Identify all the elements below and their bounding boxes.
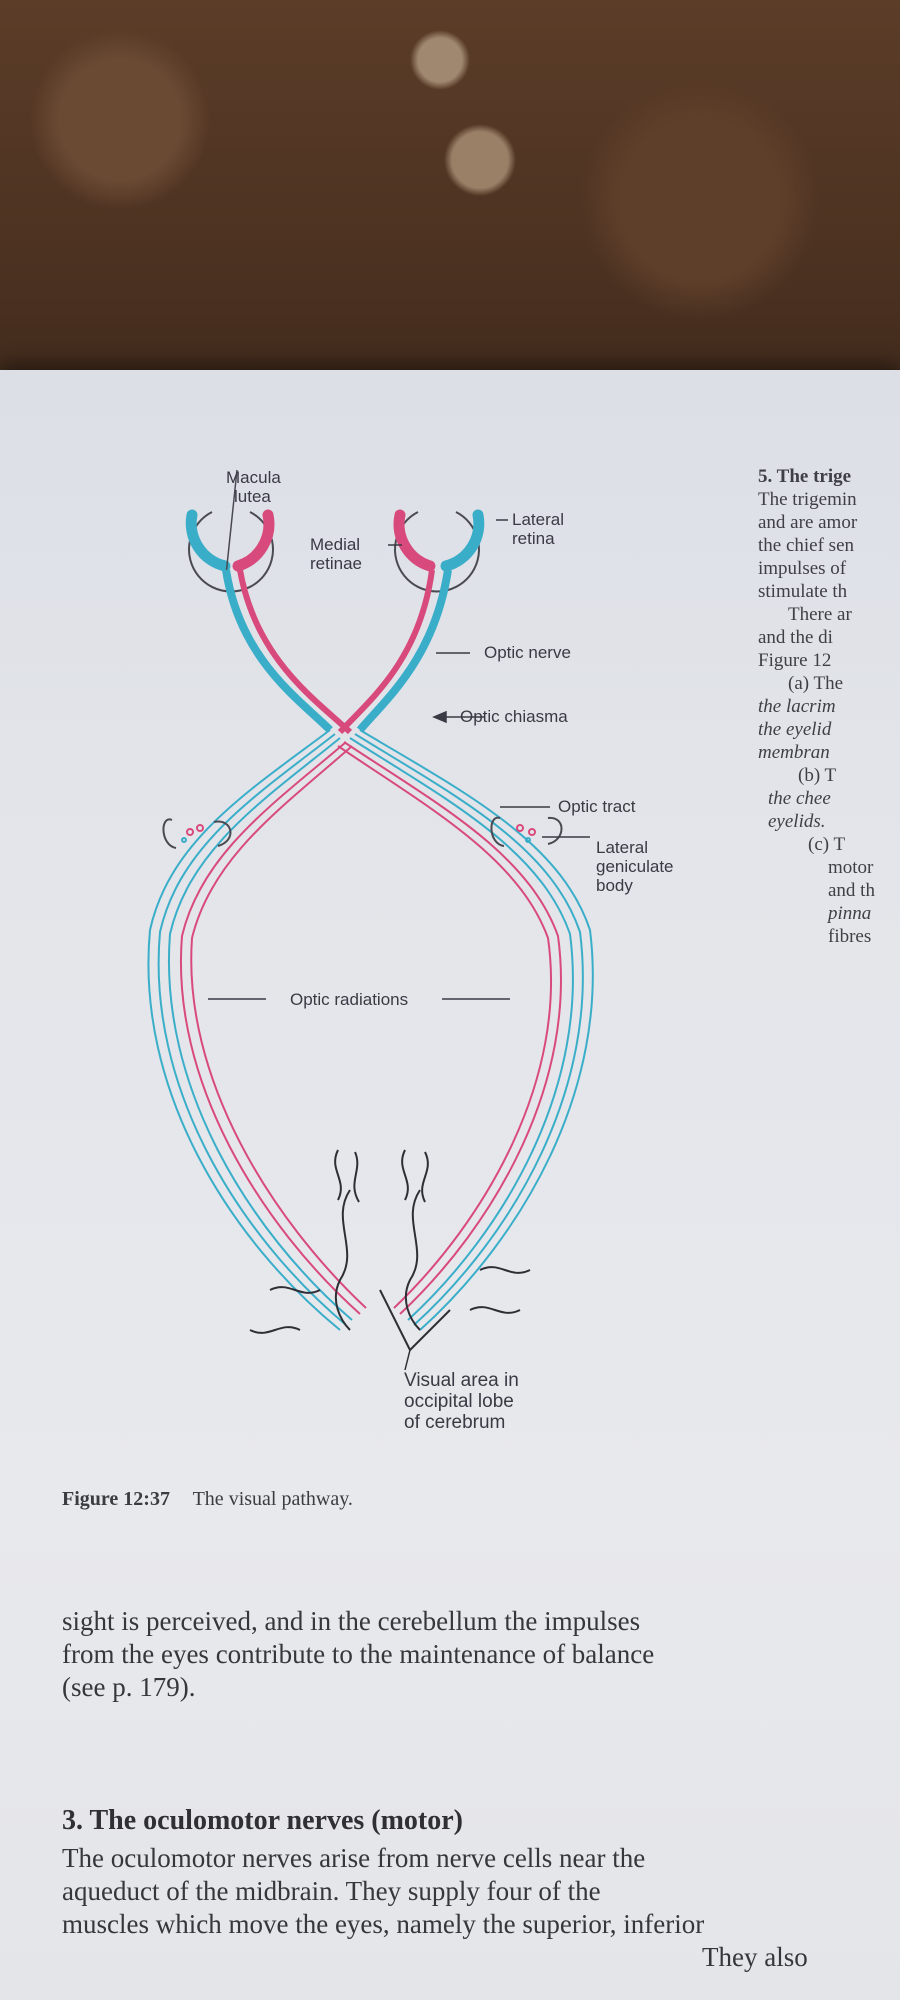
text-line: The oculomotor nerves arise from nerve c… (62, 1843, 646, 1873)
side-line: motor (828, 857, 874, 878)
occipital-cortex (249, 1149, 531, 1371)
side-line: the lacrim (758, 696, 836, 717)
side-line: the eyelid (758, 719, 832, 740)
side-line: pinna (828, 903, 872, 924)
left-geniculate-body (162, 818, 232, 849)
side-line: (c) T (808, 834, 846, 855)
side-line: membran (758, 742, 830, 763)
left-optic-nerve-red (237, 569, 353, 735)
label-macula-lutea: Macula lutea (226, 468, 281, 506)
text-line: (see p. 179). (62, 1672, 196, 1702)
label-optic-radiations: Optic radiations (290, 990, 409, 1009)
section-heading: 3. The oculomotor nerves (motor) (62, 1805, 463, 1836)
label-medial-retinae: Medial retinae (310, 535, 362, 573)
right-optic-nerve-blue (356, 569, 452, 733)
text-line: muscles which move the eyes, namely the … (62, 1909, 705, 1939)
figure-number: Figure 12:37 (62, 1488, 170, 1510)
label-lateral-geniculate-body: Lateral geniculate body (596, 838, 674, 895)
side-line: (a) The (788, 673, 844, 694)
side-line: and are amor (758, 512, 858, 533)
paragraph-oculomotor: The oculomotor nerves arise from nerve c… (62, 1842, 900, 1974)
book-page: Macula lutea Medial retinae Lateral reti… (0, 370, 900, 2000)
left-optic-nerve-blue (222, 569, 333, 733)
label-lateral-retina: Lateral retina (512, 510, 564, 548)
figure-caption-text: The visual pathway. (192, 1488, 353, 1510)
side-line: and th (828, 880, 875, 901)
text-line: They also (702, 1942, 808, 1972)
desk-background (0, 0, 900, 420)
side-line: eyelids. (768, 811, 826, 832)
side-line: the chief sen (758, 535, 855, 556)
side-line: 5. The trige (758, 466, 852, 487)
visual-pathway-diagram (147, 469, 594, 1371)
label-optic-nerve: Optic nerve (484, 643, 571, 662)
side-line: the chee (768, 788, 831, 809)
figure-caption: Figure 12:37 The visual pathway. (62, 1488, 353, 1511)
label-optic-tract: Optic tract (558, 797, 636, 816)
side-line: and the di (758, 627, 833, 648)
label-optic-chiasma: Optic chiasma (460, 707, 568, 726)
right-eye (393, 509, 485, 593)
text-line: aqueduct of the midbrain. They supply fo… (62, 1876, 601, 1906)
label-visual-area: Visual area in occipital lobe of cerebru… (404, 1370, 519, 1433)
paragraph-sight: sight is perceived, and in the cerebellu… (62, 1605, 892, 1704)
side-line: impulses of (758, 558, 847, 579)
right-optic-radiations (337, 729, 594, 1331)
text-line: sight is perceived, and in the cerebellu… (62, 1606, 641, 1636)
right-optic-nerve-red (337, 569, 435, 735)
side-line: fibres (828, 926, 872, 947)
side-line: The trigemin (758, 489, 857, 510)
side-line: There ar (788, 604, 852, 625)
label-leader-lines (208, 519, 590, 1000)
side-line: (b) T (798, 765, 837, 786)
text-line: from the eyes contribute to the maintena… (62, 1639, 655, 1669)
side-line: stimulate th (758, 581, 848, 602)
side-column-text: 5. The trige The trigemin and are amor t… (758, 465, 900, 948)
right-geniculate-body (490, 816, 563, 847)
left-optic-radiations (147, 729, 367, 1331)
side-line: Figure 12 (758, 650, 832, 671)
